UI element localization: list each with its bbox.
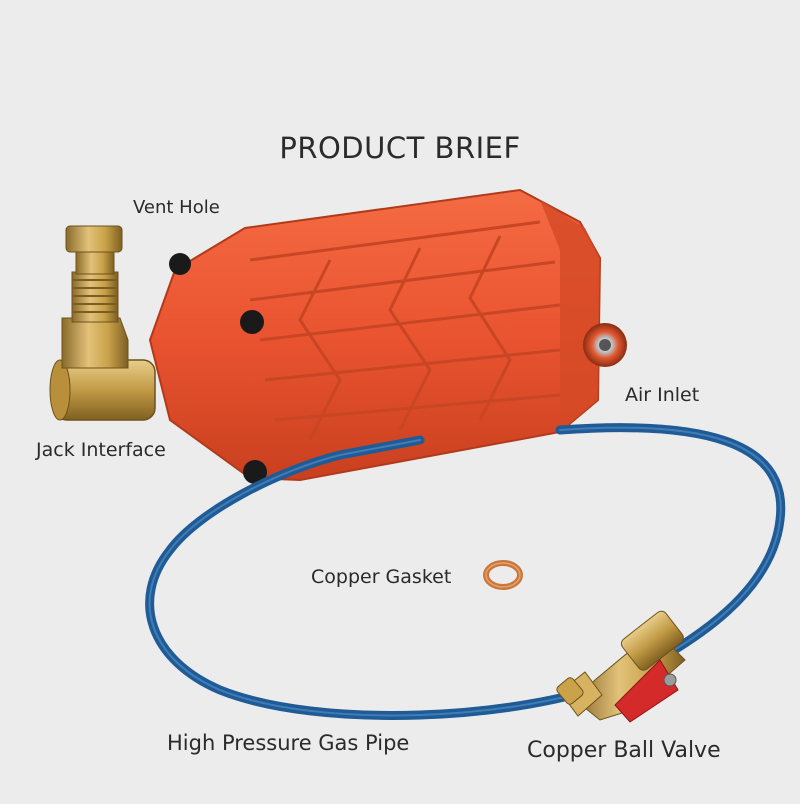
gas-pipe xyxy=(145,423,786,720)
bolt-icon xyxy=(240,310,264,334)
label-gas-pipe: High Pressure Gas Pipe xyxy=(167,731,410,755)
label-copper-gasket: Copper Gasket xyxy=(311,566,452,588)
bolt-icon xyxy=(169,253,191,275)
jack-interface-fitting xyxy=(49,225,156,421)
pump-body xyxy=(148,188,602,484)
label-air-inlet: Air Inlet xyxy=(625,384,700,406)
copper-ball-valve xyxy=(556,610,686,723)
copper-gasket xyxy=(483,560,523,590)
bolt-icon xyxy=(243,460,267,484)
label-ball-valve: Copper Ball Valve xyxy=(527,738,721,763)
air-inlet-port xyxy=(583,323,627,367)
label-jack-interface: Jack Interface xyxy=(36,439,166,461)
label-vent-hole: Vent Hole xyxy=(133,197,220,218)
page-title: PRODUCT BRIEF xyxy=(279,131,521,166)
